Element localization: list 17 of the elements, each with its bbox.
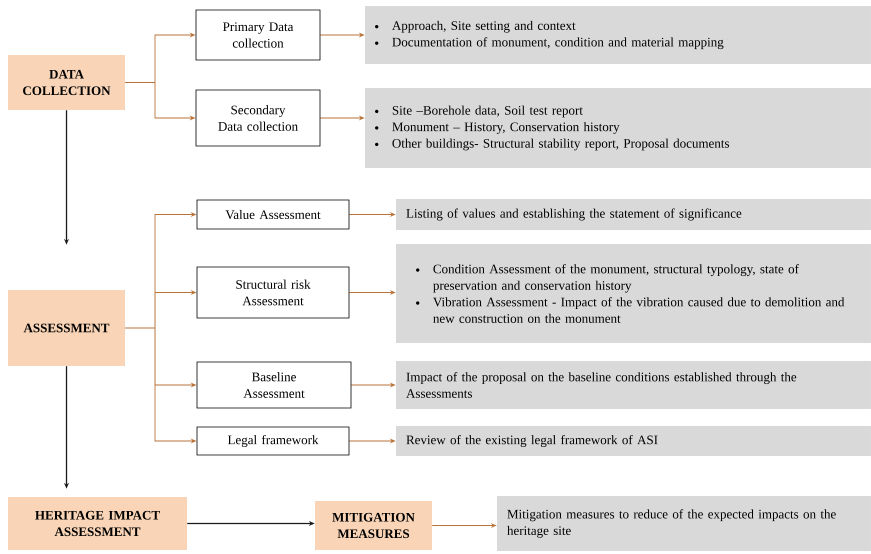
process-box: Structural risk Assessment xyxy=(196,266,350,318)
description-box: Approach, Site setting and context Documentation of monument, condition and material mapping xyxy=(365,6,871,64)
description-box: Mitigation measures to reduce of the expected impacts on the heritage site xyxy=(497,496,871,551)
description-box: Impact of the proposal on the baseline conditions established through the Assessments xyxy=(396,361,871,409)
process-box: Secondary Data collection xyxy=(196,90,320,146)
stage-box: HERITAGE IMPACT ASSESSMENT xyxy=(8,497,187,550)
description-box: Site –Borehole data, Soil test report Monument – History, Conservation history Other buildings- Structural stability report, Proposal documents xyxy=(365,88,871,168)
process-box: Value Assessment xyxy=(196,200,350,230)
stage-box: MITIGATION MEASURES xyxy=(315,501,432,550)
stage-box: ASSESSMENT xyxy=(8,290,125,366)
description-box: Listing of values and establishing the statement of significance xyxy=(396,199,871,230)
process-box: Primary Data collection xyxy=(196,10,320,60)
process-box: Legal framework xyxy=(196,426,350,456)
stage-box: DATA COLLECTION xyxy=(8,55,125,110)
description-box: Condition Assessment of the monument, structural typology, state of preservation and conservation history Vibration Assessment - Impact of the vibration caused due to demolition and new construction on the monument xyxy=(396,244,871,343)
description-box: Review of the existing legal framework of ASI xyxy=(396,426,871,456)
process-box: Baseline Assessment xyxy=(196,362,352,408)
